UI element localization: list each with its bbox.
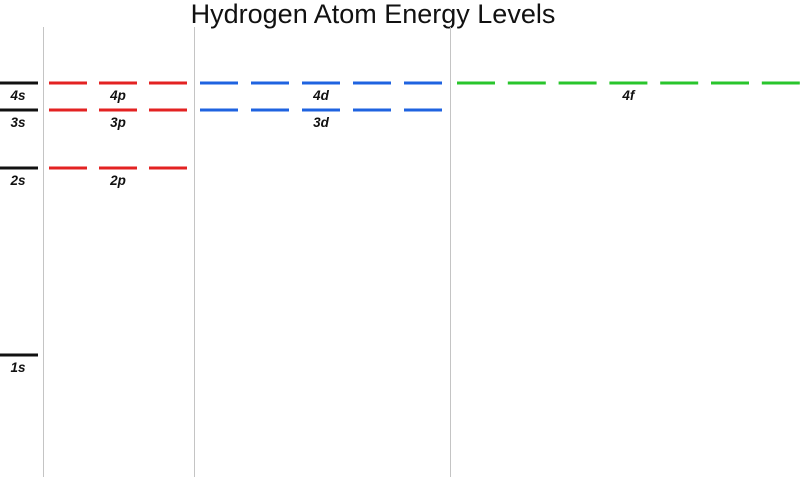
orbital-levels: 1s 2s 2p 3s 3p 3d 4s 4p 4d 4f: [0, 81, 800, 375]
orbital-4p: 4p: [49, 81, 187, 103]
orbital-3p: 3p: [49, 108, 187, 130]
orbital-2s: 2s: [0, 166, 38, 188]
orbital-label-1s: 1s: [10, 360, 26, 375]
orbital-label-4f: 4f: [621, 88, 636, 103]
orbital-label-4p: 4p: [109, 88, 126, 103]
orbital-label-4d: 4d: [312, 88, 330, 103]
orbital-4d: 4d: [200, 81, 442, 103]
orbital-label-3d: 3d: [313, 115, 330, 130]
orbital-label-3s: 3s: [10, 115, 26, 130]
orbital-1s: 1s: [0, 353, 38, 375]
orbital-label-3p: 3p: [110, 115, 126, 130]
orbital-label-2p: 2p: [109, 173, 126, 188]
orbital-label-2s: 2s: [9, 173, 26, 188]
orbital-2p: 2p: [49, 166, 187, 188]
orbital-3d: 3d: [200, 108, 442, 130]
orbital-4s: 4s: [0, 81, 38, 103]
diagram-title: Hydrogen Atom Energy Levels: [191, 0, 556, 29]
orbital-label-4s: 4s: [9, 88, 26, 103]
orbital-3s: 3s: [0, 108, 38, 130]
orbital-4f: 4f: [457, 81, 800, 103]
